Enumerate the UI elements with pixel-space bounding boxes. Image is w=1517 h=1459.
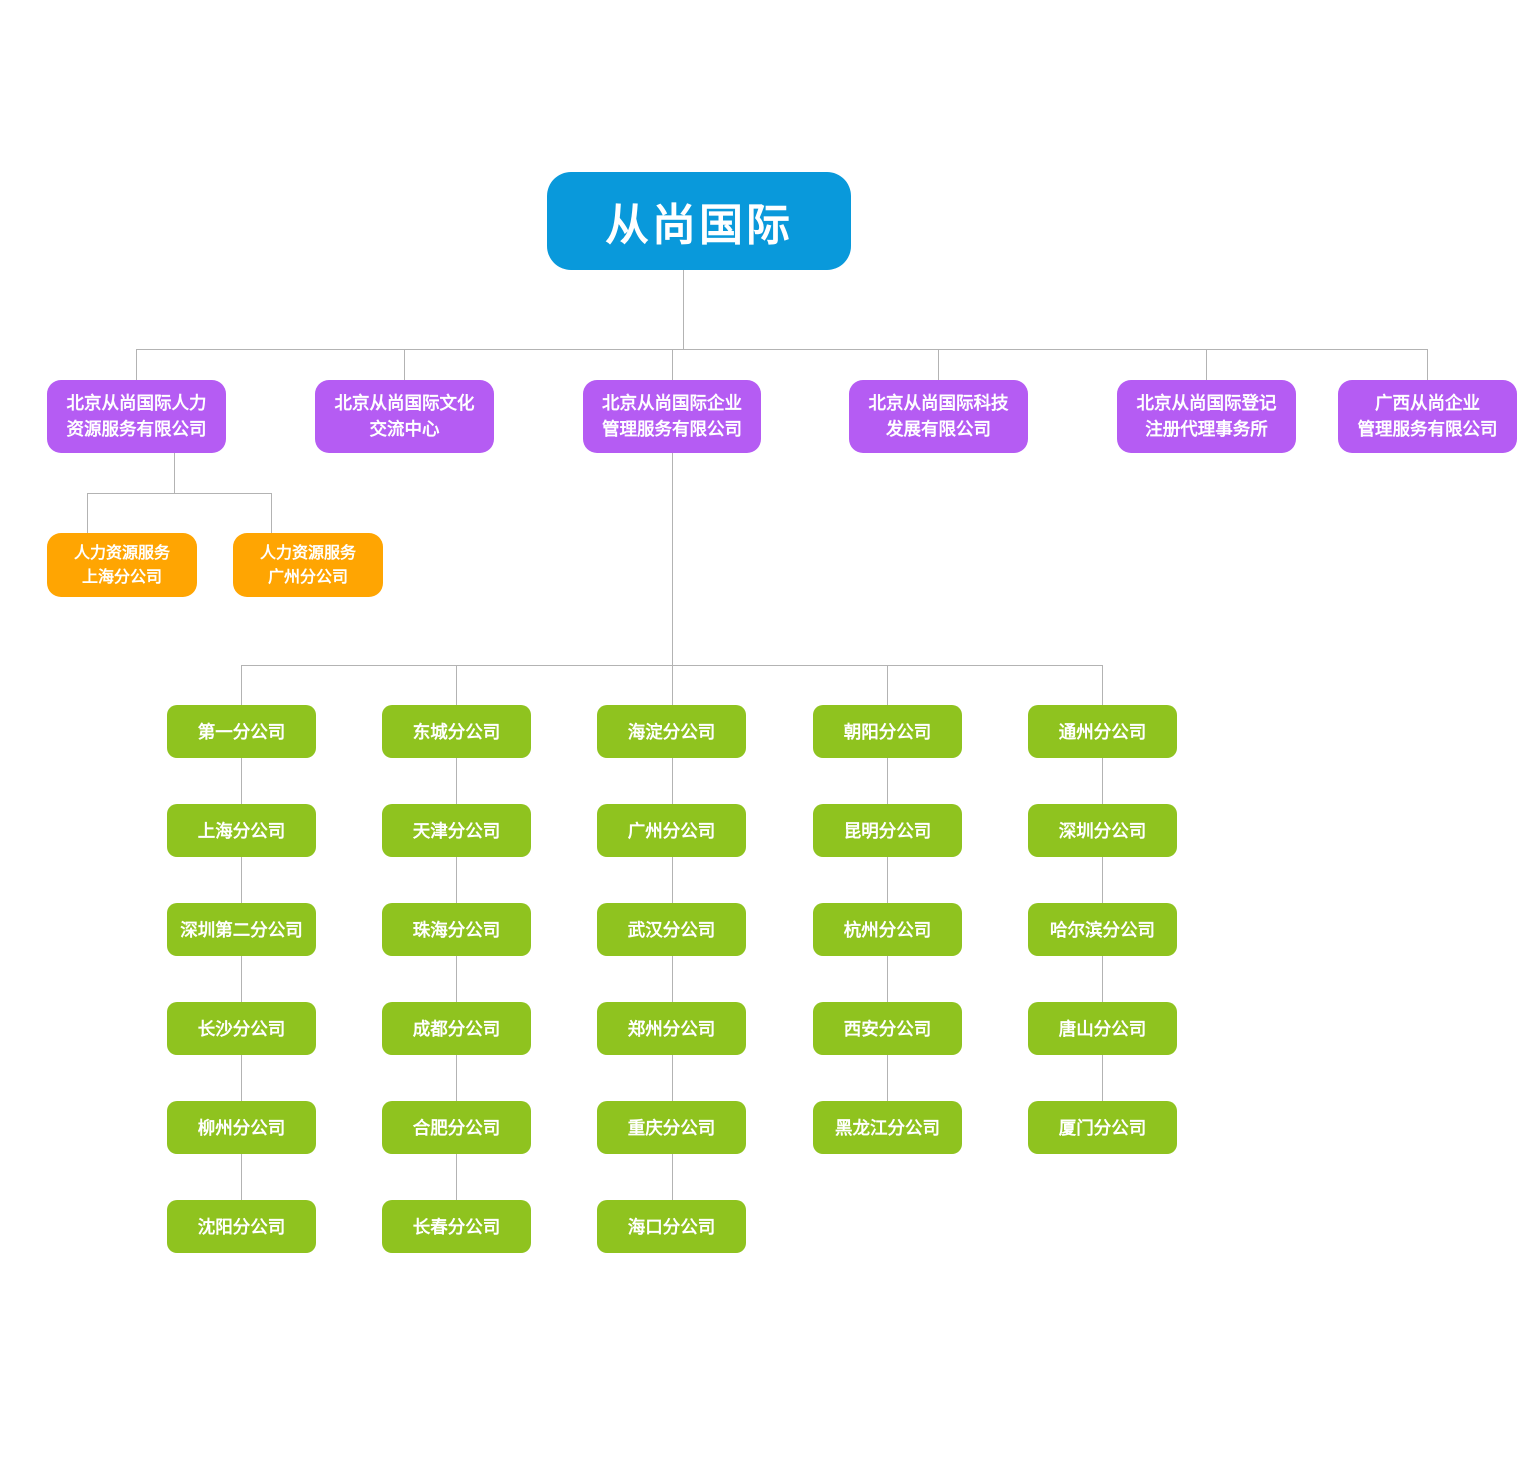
- connector-level1-drop: [404, 349, 405, 380]
- connector-hr-drop: [87, 493, 88, 533]
- branch-office-node: 天津分公司: [382, 804, 531, 857]
- connector-level1-drop: [136, 349, 137, 380]
- branch-office-node: 广州分公司: [597, 804, 746, 857]
- connector-hr-drop: [271, 493, 272, 533]
- connector-column-line: [1102, 665, 1103, 1127]
- branch-office-node: 黑龙江分公司: [813, 1101, 962, 1154]
- branch-office-node: 朝阳分公司: [813, 705, 962, 758]
- branch-office-node: 西安分公司: [813, 1002, 962, 1055]
- branch-office-node: 杭州分公司: [813, 903, 962, 956]
- connector-branch-stem: [672, 453, 673, 665]
- branch-office-node: 唐山分公司: [1028, 1002, 1177, 1055]
- branch-office-node: 第一分公司: [167, 705, 316, 758]
- level1-node: 广西从尚企业 管理服务有限公司: [1338, 380, 1517, 453]
- branch-office-node: 厦门分公司: [1028, 1101, 1177, 1154]
- branch-office-node: 深圳第二分公司: [167, 903, 316, 956]
- branch-office-node: 武汉分公司: [597, 903, 746, 956]
- connector-branch-bracket: [241, 665, 1102, 666]
- branch-office-node: 长沙分公司: [167, 1002, 316, 1055]
- level1-node: 北京从尚国际科技 发展有限公司: [849, 380, 1028, 453]
- connector-level1-bracket: [136, 349, 1428, 350]
- level1-node: 北京从尚国际登记 注册代理事务所: [1117, 380, 1296, 453]
- branch-office-node: 重庆分公司: [597, 1101, 746, 1154]
- connector-level1-drop: [1427, 349, 1428, 380]
- branch-office-node: 郑州分公司: [597, 1002, 746, 1055]
- level1-node: 北京从尚国际文化 交流中心: [315, 380, 494, 453]
- branch-office-node: 通州分公司: [1028, 705, 1177, 758]
- connector-level1-drop: [672, 349, 673, 380]
- connector-column-line: [887, 665, 888, 1127]
- branch-office-node: 昆明分公司: [813, 804, 962, 857]
- branch-office-node: 长春分公司: [382, 1200, 531, 1253]
- level1-node: 北京从尚国际企业 管理服务有限公司: [583, 380, 761, 453]
- branch-office-node: 成都分公司: [382, 1002, 531, 1055]
- branch-office-node: 柳州分公司: [167, 1101, 316, 1154]
- connector-level1-drop: [1206, 349, 1207, 380]
- branch-office-node: 上海分公司: [167, 804, 316, 857]
- root-node: 从尚国际: [547, 172, 851, 270]
- hr-branch-node: 人力资源服务 广州分公司: [233, 533, 383, 597]
- connector-root-stem: [683, 270, 684, 349]
- branch-office-node: 海口分公司: [597, 1200, 746, 1253]
- hr-branch-node: 人力资源服务 上海分公司: [47, 533, 197, 597]
- branch-office-node: 海淀分公司: [597, 705, 746, 758]
- connector-hr-bracket: [87, 493, 271, 494]
- level1-node: 北京从尚国际人力 资源服务有限公司: [47, 380, 226, 453]
- connector-level1-drop: [938, 349, 939, 380]
- branch-office-node: 珠海分公司: [382, 903, 531, 956]
- branch-office-node: 哈尔滨分公司: [1028, 903, 1177, 956]
- branch-office-node: 合肥分公司: [382, 1101, 531, 1154]
- branch-office-node: 沈阳分公司: [167, 1200, 316, 1253]
- branch-office-node: 深圳分公司: [1028, 804, 1177, 857]
- connector-hr-stem: [174, 453, 175, 493]
- branch-office-node: 东城分公司: [382, 705, 531, 758]
